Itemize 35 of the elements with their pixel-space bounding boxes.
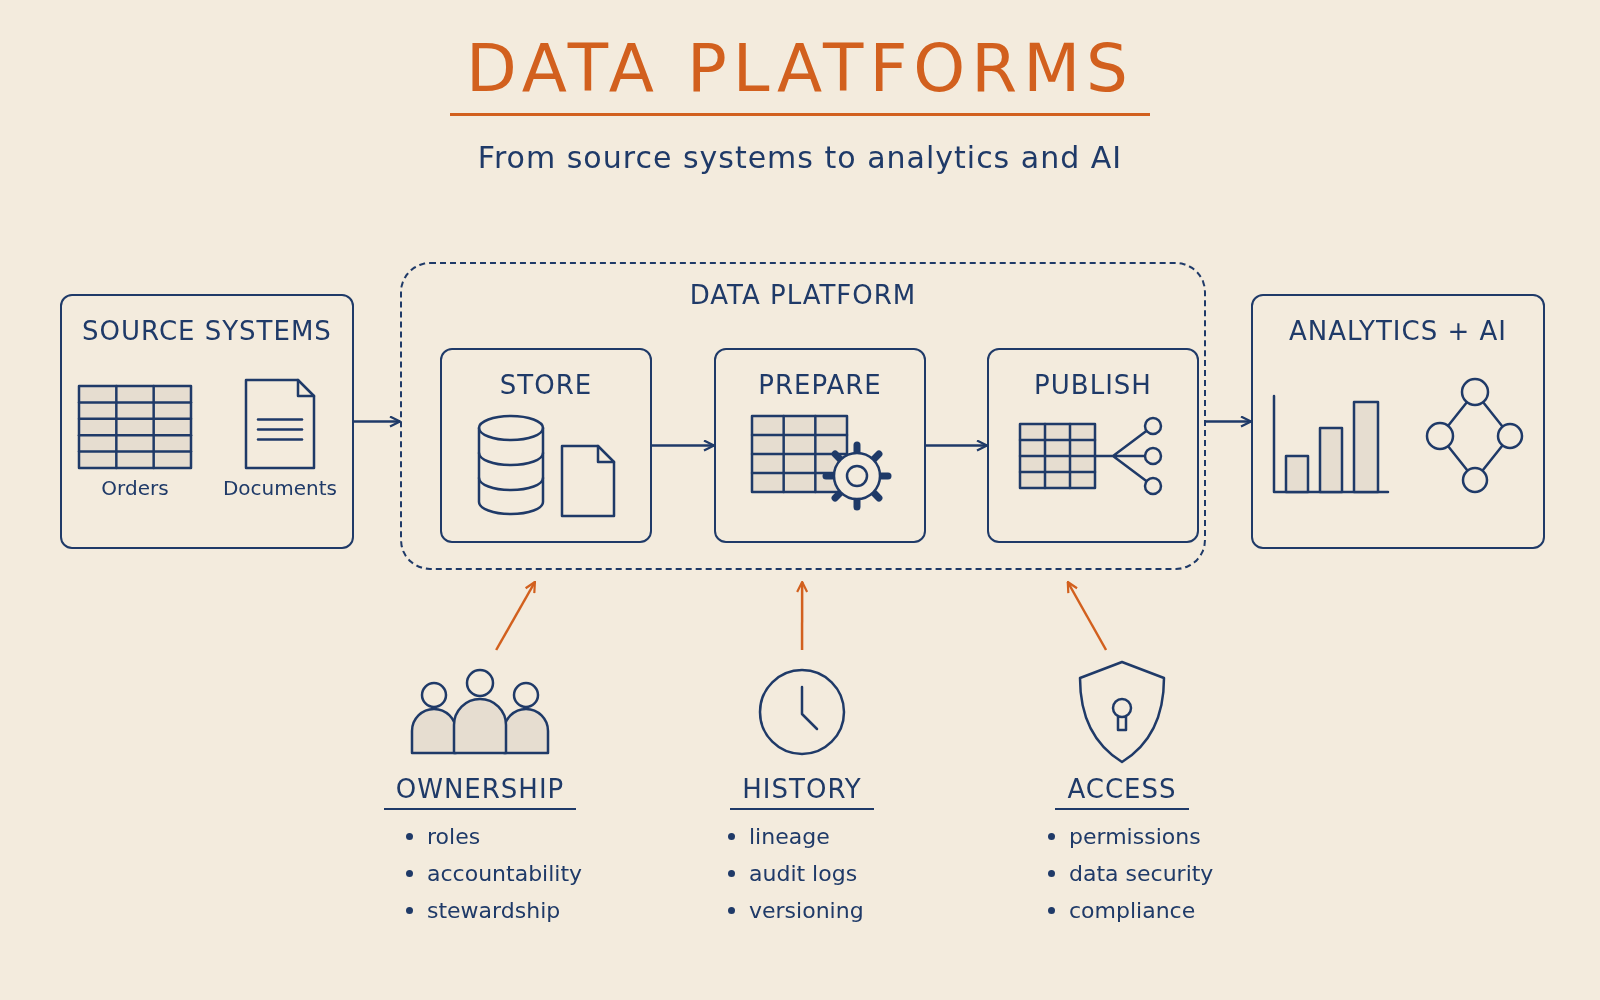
section-heading: ACCESS bbox=[1055, 774, 1189, 810]
arrow bbox=[1206, 415, 1253, 428]
bullet-item: accountability bbox=[427, 860, 583, 888]
section-heading: OWNERSHIP bbox=[383, 774, 577, 810]
arrow bbox=[354, 415, 402, 428]
bullet-item: compliance bbox=[1069, 897, 1196, 925]
icon-caption: Orders bbox=[101, 476, 169, 500]
process-box bbox=[1251, 294, 1545, 549]
icon-caption: Documents bbox=[222, 476, 337, 500]
box-heading: PREPARE bbox=[757, 370, 883, 400]
process-box bbox=[440, 348, 652, 543]
bullet-item: data security bbox=[1069, 860, 1214, 888]
process-box bbox=[714, 348, 926, 543]
box-heading: SOURCE SYSTEMS bbox=[81, 316, 333, 346]
process-box bbox=[60, 294, 354, 549]
bullet-item: roles bbox=[427, 823, 481, 851]
arrow bbox=[652, 439, 716, 452]
bullet-item: stewardship bbox=[427, 897, 561, 925]
bullet-item: lineage bbox=[749, 823, 830, 851]
box-heading: PUBLISH bbox=[1033, 370, 1153, 400]
box-heading: ANALYTICS + AI bbox=[1288, 316, 1508, 346]
section-heading: HISTORY bbox=[730, 774, 874, 810]
bullet-item: versioning bbox=[749, 897, 864, 925]
bullet-item: audit logs bbox=[749, 860, 858, 888]
arrow bbox=[926, 439, 989, 452]
arrow bbox=[495, 580, 536, 651]
subtitle: From source systems to analytics and AI bbox=[476, 140, 1124, 175]
box-heading: STORE bbox=[498, 370, 594, 400]
diagram-title: DATA PLATFORMS bbox=[450, 30, 1150, 116]
bullet-item: permissions bbox=[1069, 823, 1201, 851]
box-heading: DATA PLATFORM bbox=[688, 280, 918, 310]
process-box bbox=[987, 348, 1199, 543]
arrow bbox=[796, 580, 809, 650]
platform-group-box bbox=[400, 262, 1206, 570]
arrow bbox=[1066, 580, 1108, 651]
